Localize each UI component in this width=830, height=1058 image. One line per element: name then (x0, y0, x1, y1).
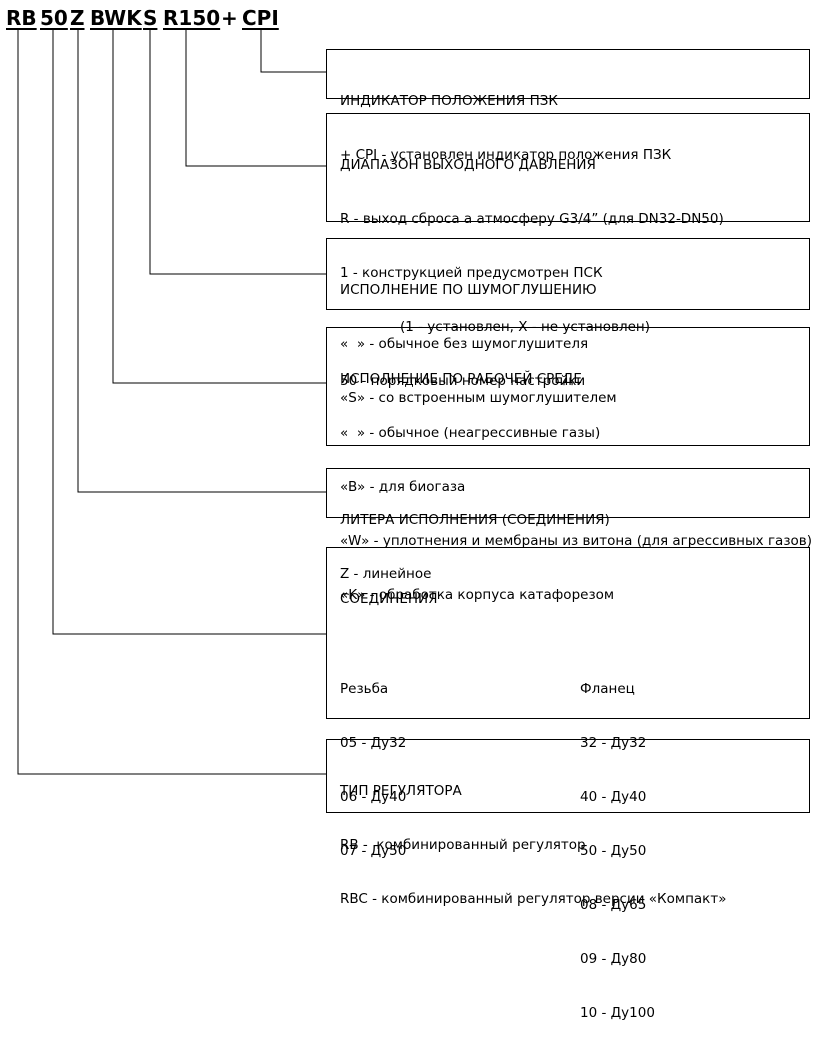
box-line: R - выход сброса а атмосферу G3/4” (для … (340, 211, 724, 227)
connector-lines (17, 30, 326, 775)
box-title: ТИП РЕГУЛЯТОРА (340, 783, 462, 799)
box-title: ИНДИКАТОР ПОЛОЖЕНИЯ ПЗК (340, 93, 558, 109)
type-box: ТИП РЕГУЛЯТОРА RB - комбинированный регу… (326, 739, 810, 907)
box-line: Z - линейное (340, 566, 432, 582)
box-title: ЛИТЕРА ИСПОЛНЕНИЯ (СОЕДИНЕНИЯ) (340, 512, 610, 528)
connector-medium (112, 30, 326, 384)
code-segment-litera: Z (70, 6, 85, 30)
code-segment-indicator: CPI (242, 6, 279, 30)
litera-box: ЛИТЕРА ИСПОЛНЕНИЯ (СОЕДИНЕНИЯ) Z - линей… (326, 468, 810, 582)
thread-item: 06 - Ду40 (340, 789, 407, 805)
noise-box: ИСПОЛНЕНИЕ ПО ШУМОГЛУШЕНИЮ « » - обычное… (326, 238, 810, 406)
box-title: ИСПОЛНЕНИЕ ПО ШУМОГЛУШЕНИЮ (340, 282, 597, 298)
connector-litera (77, 30, 326, 493)
connector-type (17, 30, 326, 775)
box-line: « » - обычное без шумоглушителя (340, 336, 589, 352)
box-title: ИСПОЛНЕНИЕ ПО РАБОЧЕЙ СРЕДЕ (340, 371, 582, 387)
flange-header: Фланец (580, 681, 635, 697)
box-line: «W» - уплотнения и мембраны из витона (д… (340, 533, 812, 549)
connector-pressure (185, 30, 326, 167)
code-segment-type: RB (6, 6, 37, 30)
code-segment-connection: 50 (40, 6, 68, 30)
box-line: « » - обычное (неагрессивные газы) (340, 425, 601, 441)
indicator-box: ИНДИКАТОР ПОЛОЖЕНИЯ ПЗК + CPI - установл… (326, 49, 810, 163)
connector-noise (149, 30, 326, 275)
thread-header: Резьба (340, 681, 389, 697)
box-line: RB - комбинированный регулятор (340, 837, 586, 853)
pressure-box: ДИАПАЗОН ВЫХОДНОГО ДАВЛЕНИЯ R - выход сб… (326, 113, 810, 389)
flange-item: 40 - Ду40 (580, 789, 647, 805)
medium-box: ИСПОЛНЕНИЕ ПО РАБОЧЕЙ СРЕДЕ « » - обычно… (326, 327, 812, 603)
connector-indicator (260, 30, 326, 73)
box-line: «K» - обработка корпуса катафорезом (340, 587, 615, 603)
flange-item: 09 - Ду80 (580, 951, 647, 967)
code-plus: + (221, 6, 238, 30)
code-segment-noise: S (143, 6, 158, 30)
box-line: «S» - со встроенным шумоглушителем (340, 390, 617, 406)
box-line: + CPI - установлен индикатор положения П… (340, 147, 672, 163)
box-title: СОЕДИНЕНИЯ (340, 591, 438, 607)
connector-connections (52, 30, 326, 635)
box-line: 50 - порядковый номер настройки (340, 373, 586, 389)
connections-box: СОЕДИНЕНИЯ Резьба 05 - Ду32 06 - Ду40 07… (326, 547, 810, 1021)
flange-item: 10 - Ду100 (580, 1005, 655, 1021)
box-title: ДИАПАЗОН ВЫХОДНОГО ДАВЛЕНИЯ (340, 157, 596, 173)
code-segment-pressure: R150 (163, 6, 221, 30)
code-segment-medium: BWK (90, 6, 142, 30)
box-line: RBC - комбинированный регулятор версии «… (340, 891, 727, 907)
box-line: 1 - конструкцией предусмотрен ПСК (340, 265, 603, 281)
box-line: «B» - для биогаза (340, 479, 466, 495)
